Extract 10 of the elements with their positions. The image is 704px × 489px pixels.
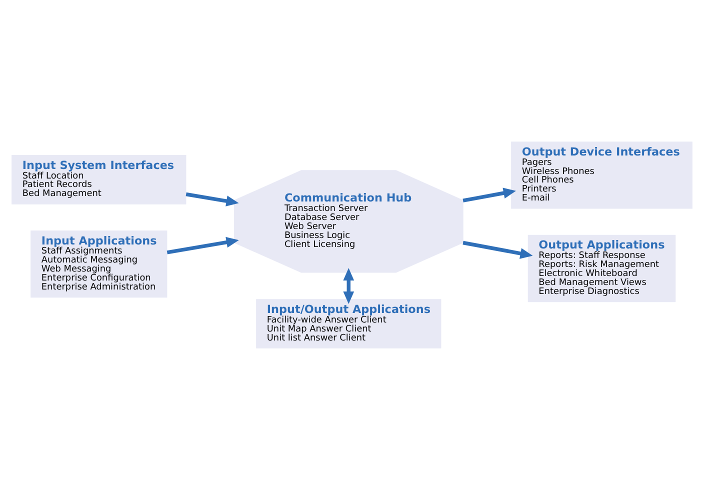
arrow xyxy=(343,267,354,304)
arrow xyxy=(462,187,516,202)
arrow xyxy=(186,192,239,206)
arrow xyxy=(166,236,239,254)
node-box: Output Applications Reports: Staff Response Reports: Risk Management Electronic Whiteboard Bed Management Views Enterprise Diagnostics xyxy=(528,234,676,302)
node-box: Input Applications Staff Assignments Automatic Messaging Web Messaging Enterprise Configuration Enterprise Administration xyxy=(30,230,168,298)
node-box: Input/Output Applications Facility-wide Answer Client Unit Map Answer Client Unit list Answer Client xyxy=(256,298,442,348)
node-box: Input System Interfaces Staff Location Patient Records Bed Management xyxy=(12,154,186,204)
node-box: Output Device Interfaces Pagers Wireless Phones Cell Phones Printers E-mail xyxy=(511,141,692,208)
arrow xyxy=(462,240,533,258)
